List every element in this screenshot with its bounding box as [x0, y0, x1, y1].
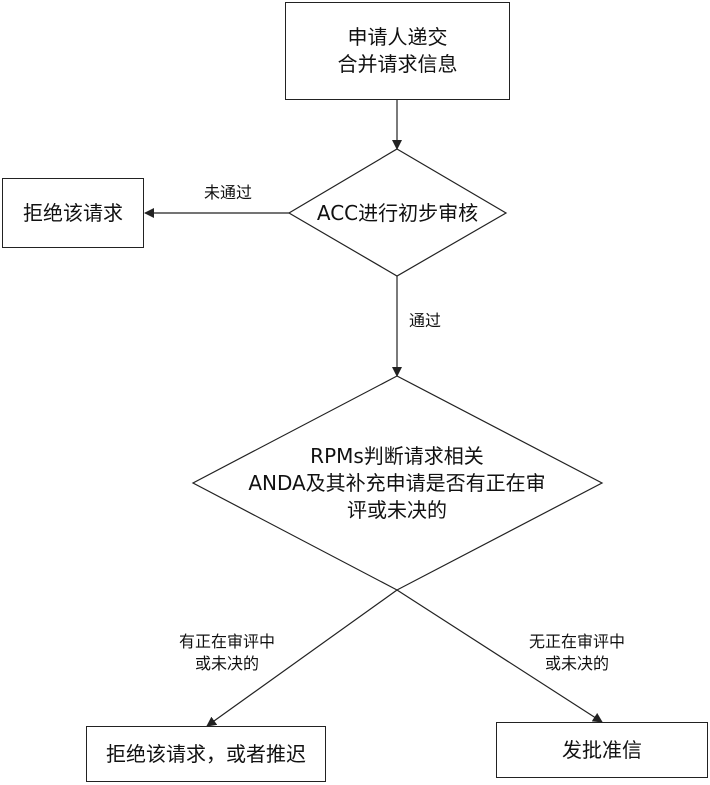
- rpm-judge-label: RPMs判断请求相关 ANDA及其补充申请是否有正在审 评或未决的: [213, 440, 581, 526]
- pending-line-1: 有正在审评中: [178, 632, 275, 651]
- rpm-judge-diamond: [191, 375, 604, 591]
- start-line-2: 合并请求信息: [337, 52, 458, 76]
- acc-review-label: ACC进行初步审核: [289, 196, 506, 230]
- arrow-rpm-to-approve: [396, 589, 603, 723]
- reject-text: 拒绝该请求: [23, 200, 123, 225]
- arrow-rpm-to-reject-defer: [206, 589, 398, 727]
- approve-text: 发批准信: [562, 737, 642, 762]
- none-pending-line-1: 无正在审评中: [528, 632, 625, 651]
- rpm-judge-line-2: ANDA及其补充申请是否有正在审: [248, 470, 546, 495]
- start-line-1: 申请人递交: [347, 25, 448, 49]
- reject-defer-box: 拒绝该请求，或者推迟: [86, 726, 326, 782]
- approve-box: 发批准信: [496, 722, 708, 778]
- acc-review-diamond: [287, 148, 508, 277]
- acc-review-text: ACC进行初步审核: [316, 200, 479, 225]
- rpm-judge-line-3: 评或未决的: [347, 497, 447, 522]
- start-box: 申请人递交 合并请求信息: [285, 2, 510, 100]
- rpm-judge-line-1: RPMs判断请求相关: [310, 443, 484, 468]
- none-pending-line-2: 或未决的: [544, 654, 609, 673]
- reject-box: 拒绝该请求: [2, 178, 144, 248]
- pending-line-2: 或未决的: [194, 654, 259, 673]
- edge-label-none-pending: 无正在审评中 或未决的: [510, 631, 644, 675]
- edge-label-fail: 未通过: [203, 183, 252, 202]
- edge-label-pass: 通过: [408, 311, 441, 330]
- reject-defer-text: 拒绝该请求，或者推迟: [106, 741, 306, 766]
- edge-label-pending: 有正在审评中 或未决的: [160, 631, 294, 675]
